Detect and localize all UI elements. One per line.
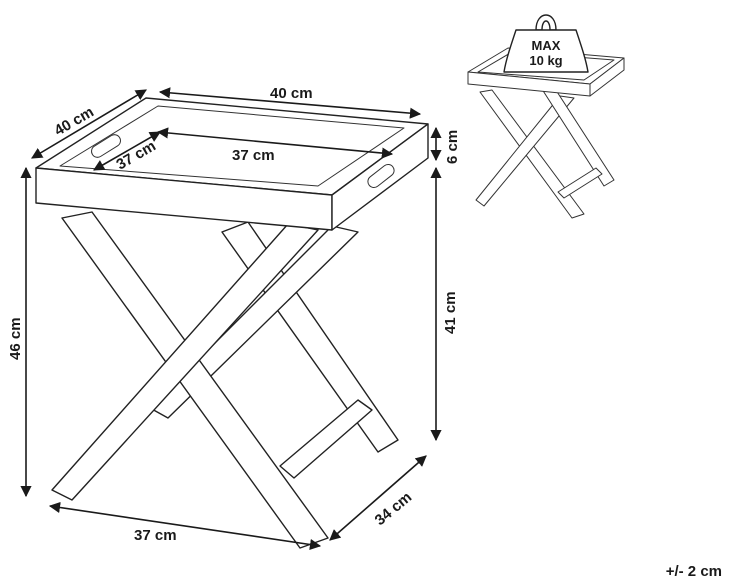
mini-crossbar (557, 167, 603, 199)
weight-icon (503, 29, 589, 73)
label-base-depth: 34 cm (372, 489, 416, 529)
front-leg-left (61, 211, 329, 549)
mini-tray-side (589, 57, 625, 97)
dim-line-inner-width (156, 127, 394, 159)
weight-handle (535, 14, 557, 31)
dim-line-base-depth (329, 455, 427, 541)
dim-line-top-width (158, 87, 422, 119)
label-total-height: 46 cm (7, 317, 24, 360)
label-base-width: 37 cm (134, 527, 177, 544)
tray-handle-right (367, 163, 395, 189)
label-leg-height: 41 cm (442, 291, 459, 334)
dim-line-inner-depth (93, 131, 161, 171)
label-inner-width: 37 cm (232, 147, 275, 164)
dim-line-base-width (48, 501, 322, 551)
front-leg-right (51, 223, 319, 501)
dim-line-top-depth (31, 89, 147, 159)
label-tray-height: 6 cm (444, 130, 461, 164)
dimension-lines (20, 87, 442, 551)
main-table-drawing (35, 97, 429, 549)
weight-label-kg: 10 kg (529, 53, 562, 68)
load-illustration: MAX 10 kg (467, 14, 625, 219)
mini-leg-front-left (479, 89, 585, 219)
mini-leg-front-right (475, 95, 575, 207)
back-crossbar (279, 399, 373, 479)
weight-label-max: MAX (532, 38, 561, 53)
tolerance-note: +/- 2 cm (666, 563, 722, 580)
label-top-width: 40 cm (270, 85, 313, 102)
